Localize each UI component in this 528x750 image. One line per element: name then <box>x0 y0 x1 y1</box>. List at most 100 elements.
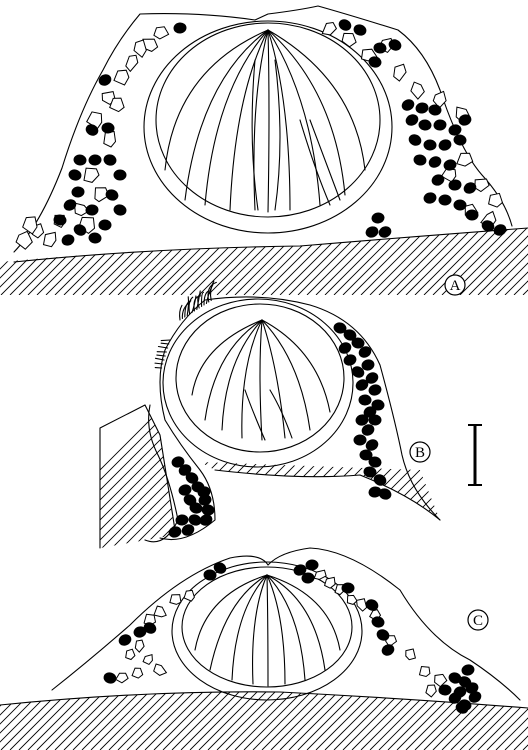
hatch-line <box>100 688 162 750</box>
hatch-line <box>430 400 528 550</box>
crystal-cell <box>132 668 143 678</box>
hatch-line <box>210 400 360 550</box>
hatch-line <box>280 688 342 750</box>
secretory-cell <box>364 224 380 239</box>
hatch-line <box>253 225 323 295</box>
hatch-line <box>0 688 18 750</box>
hatch-line <box>460 225 528 295</box>
hatch-line <box>70 400 220 550</box>
cilium <box>187 297 188 316</box>
crystal-cell <box>184 590 194 601</box>
secretory-cell <box>342 353 358 368</box>
secretory-cell <box>112 203 127 217</box>
secretory-cell <box>407 132 424 148</box>
crystal-cell <box>154 664 167 675</box>
crystal-cell <box>134 40 146 57</box>
crystal-cell <box>325 577 336 588</box>
cilium <box>202 292 204 306</box>
panel-b-striations <box>192 320 330 440</box>
panel-c-left-cell-layer <box>102 560 228 685</box>
secretory-cell <box>114 170 127 181</box>
hatch-line <box>190 688 252 750</box>
hatch-line <box>145 688 207 750</box>
secretory-cell <box>427 154 444 170</box>
hatch-line <box>163 225 233 295</box>
hatch-line <box>28 688 90 750</box>
hatch-line <box>343 225 413 295</box>
hatch-line <box>523 225 528 295</box>
hatch-line <box>181 225 251 295</box>
secretory-cell <box>422 191 437 205</box>
crystal-cell <box>116 673 128 683</box>
crystal-cell <box>114 70 129 85</box>
hatch-line <box>280 225 350 295</box>
hatch-line <box>262 225 332 295</box>
secretory-cell <box>367 383 383 397</box>
crystal-cell <box>406 649 416 660</box>
crystal-cell <box>347 595 357 604</box>
hatch-line <box>154 225 224 295</box>
hatch-line <box>1 688 63 750</box>
panel-a: A <box>0 6 528 295</box>
secretory-cell <box>67 168 83 182</box>
secretory-cell <box>88 154 102 167</box>
hatch-line <box>73 688 135 750</box>
hatch-line <box>307 225 377 295</box>
secretory-cell <box>71 186 85 198</box>
hatch-line <box>330 400 480 550</box>
hatch-line <box>199 225 269 295</box>
panel-c-substrate-hatching <box>0 688 528 750</box>
hatch-line <box>379 225 449 295</box>
secretory-cell <box>98 219 111 230</box>
hatch-line <box>118 225 188 295</box>
secretory-cell <box>412 153 427 166</box>
hatch-line <box>307 688 369 750</box>
secretory-cell <box>380 642 397 658</box>
panel-c-label: C <box>468 610 488 630</box>
hatch-line <box>478 688 528 750</box>
crystal-cell <box>154 606 166 617</box>
secretory-cell <box>305 559 318 570</box>
secretory-cell <box>167 524 183 539</box>
hatch-line <box>253 688 315 750</box>
crystal-cell <box>143 655 152 665</box>
hatch-line <box>298 225 368 295</box>
panel-b-label: B <box>410 442 430 462</box>
hatch-line <box>410 400 528 550</box>
hatch-line <box>440 400 528 550</box>
crystal-cell <box>357 599 367 611</box>
hatch-line <box>199 688 261 750</box>
panel-c-right-cell-layer <box>292 559 483 715</box>
secretory-cell <box>352 23 368 38</box>
hatch-line <box>415 688 477 750</box>
secretory-cell <box>358 394 372 406</box>
panel-a-left-cell-layer <box>16 22 187 249</box>
hatch-line <box>360 400 510 550</box>
hatch-line <box>10 688 72 750</box>
hatch-line <box>91 225 161 295</box>
crystal-cell <box>84 168 99 182</box>
hatch-line <box>208 225 278 295</box>
hatch-line <box>334 688 396 750</box>
hatch-line <box>289 688 351 750</box>
hatch-line <box>145 225 215 295</box>
hatch-line <box>20 400 170 550</box>
hatch-line <box>271 225 341 295</box>
panel-a-striations <box>165 30 365 212</box>
hatch-line <box>0 688 36 750</box>
secretory-cell <box>414 101 429 114</box>
crystal-cell <box>489 193 503 207</box>
hatch-line <box>127 688 189 750</box>
hatch-line <box>514 688 528 750</box>
crystal-cell <box>44 232 56 246</box>
hatch-line <box>235 225 305 295</box>
secretory-cell <box>88 232 103 245</box>
panel-b-inner-line <box>145 405 178 542</box>
panel-c: C <box>0 548 528 750</box>
secretory-cell <box>460 663 475 677</box>
hatch-line <box>172 225 242 295</box>
hatch-line <box>244 225 314 295</box>
scale-bar <box>468 425 482 485</box>
secretory-cell <box>102 671 118 685</box>
hatch-line <box>127 225 197 295</box>
